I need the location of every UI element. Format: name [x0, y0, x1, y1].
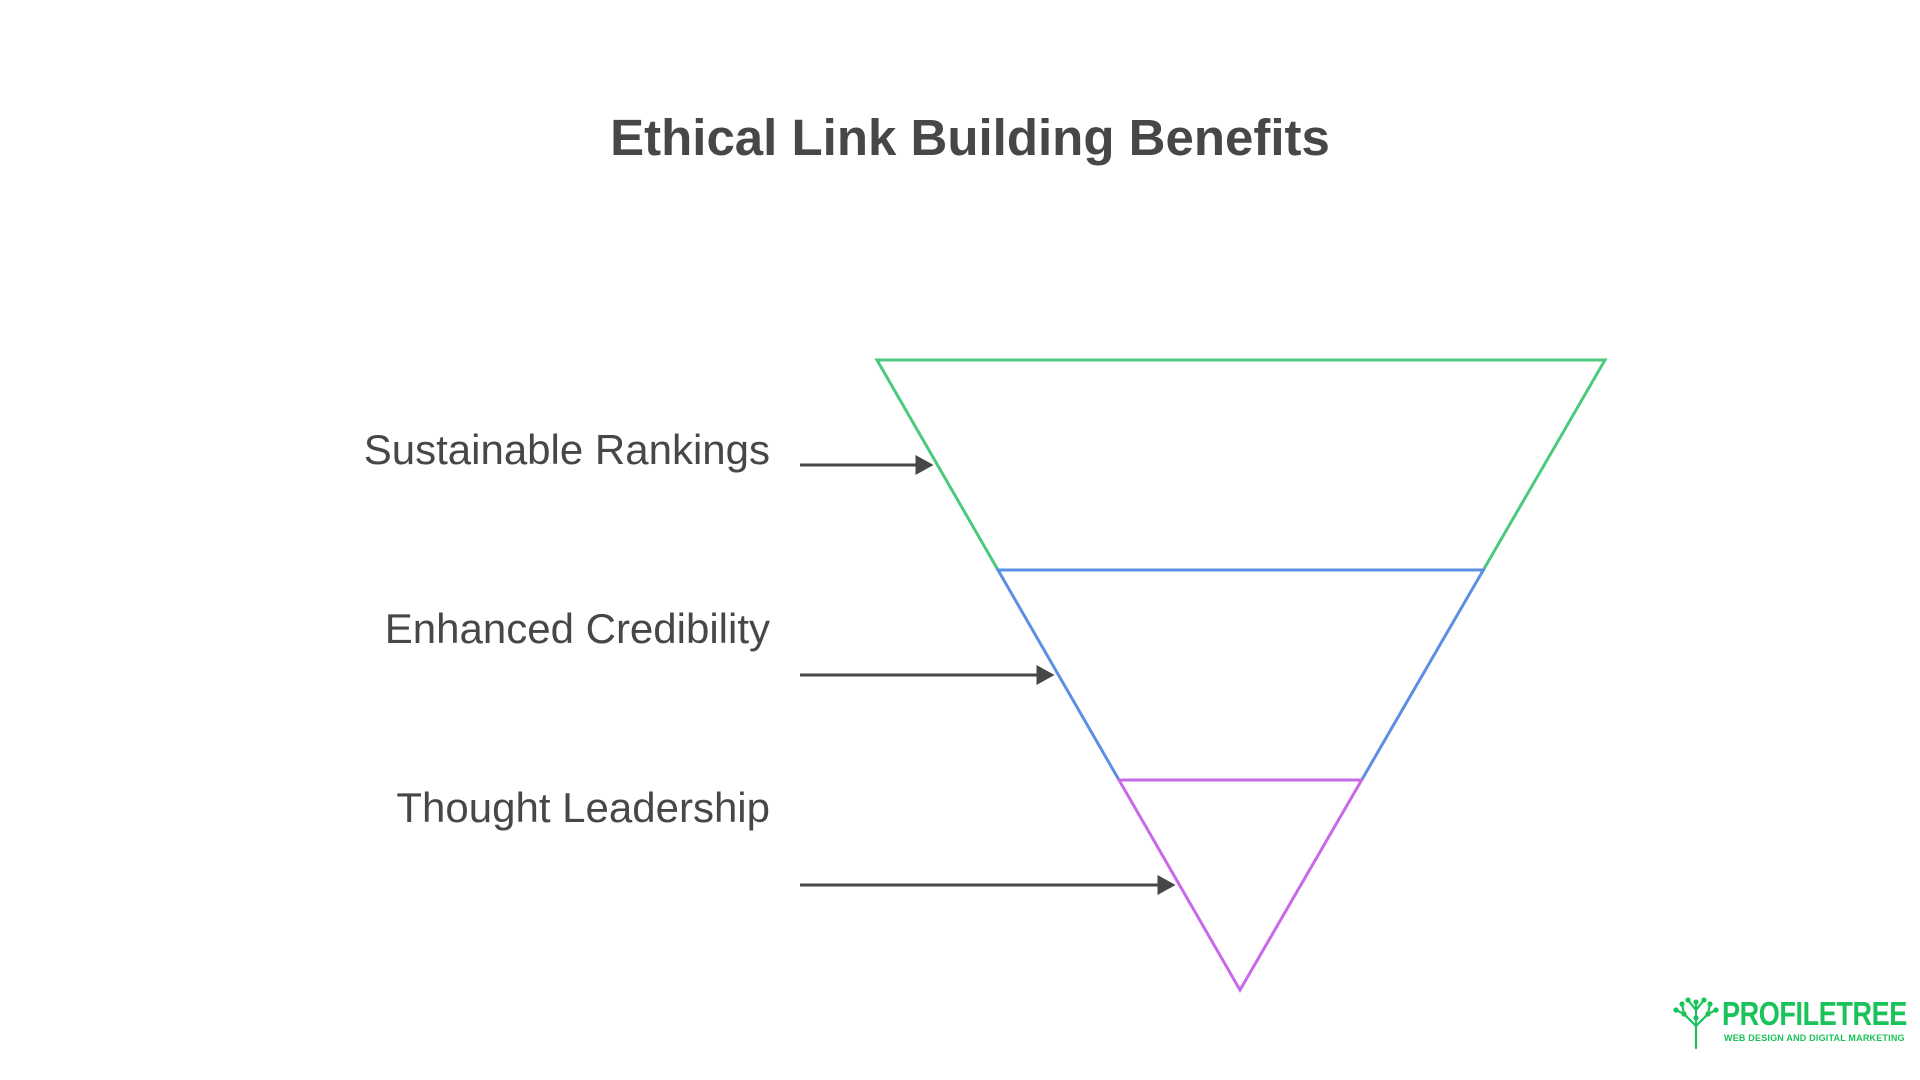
logo-tagline: WEB DESIGN AND DIGITAL MARKETING — [1724, 1033, 1905, 1043]
tree-node-dot — [1713, 1007, 1719, 1013]
tree-node-dot — [1705, 1011, 1711, 1017]
tree-node-dot — [1673, 1007, 1679, 1013]
level-label-thought-leadership: Thought Leadership — [396, 784, 770, 831]
tree-node-dot — [1679, 1001, 1685, 1007]
profiletree-logo: PROFILETREE WEB DESIGN AND DIGITAL MARKE… — [1672, 996, 1912, 1050]
tree-node-dot — [1693, 999, 1699, 1005]
tree-node-dot — [1685, 997, 1691, 1003]
arrow-head-icon-1 — [915, 455, 934, 475]
arrow-head-icon-2 — [1036, 665, 1055, 685]
tree-node-dot — [1693, 1015, 1699, 1021]
tree-node-dot — [1681, 1011, 1687, 1017]
level-label-sustainable-rankings: Sustainable Rankings — [363, 426, 770, 473]
arrow-head-icon-3 — [1157, 875, 1176, 895]
tree-node-dot — [1707, 1001, 1713, 1007]
tree-node-dot — [1701, 997, 1707, 1003]
tree-icon — [1673, 997, 1719, 1050]
funnel-layer-2 — [995, 568, 1486, 782]
level-label-enhanced-credibility: Enhanced Credibility — [384, 605, 770, 652]
logo-wordmark: PROFILETREE — [1722, 995, 1907, 1032]
diagram-title: Ethical Link Building Benefits — [610, 109, 1330, 166]
funnel-layer-1 — [874, 358, 1608, 572]
